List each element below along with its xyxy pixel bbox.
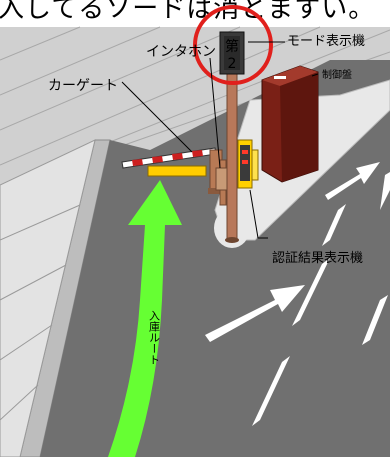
label-entry-route: 入庫ルート [148, 310, 161, 365]
mode-sign-line2: 2 [228, 56, 237, 72]
highlight-circle [193, 5, 273, 85]
sign-pole [226, 69, 238, 241]
label-auth-result-display: 認証結果表示機 [272, 250, 363, 266]
road-arrow-lower [205, 285, 305, 342]
label-intercom: インタホン [146, 44, 216, 60]
caption-text: 入してるソードは消とますい。 [0, 0, 376, 24]
mode-display [219, 31, 245, 75]
label-car-gate: カーゲート [48, 78, 118, 94]
auth-result-display [237, 139, 259, 189]
entry-route-arrow [108, 180, 182, 457]
left-wall [0, 139, 96, 457]
leader-lines [121, 41, 319, 239]
lane-markings [252, 172, 390, 426]
label-mode-display: モード表示機 [287, 34, 365, 49]
wall-joints [0, 204, 81, 421]
road-arrow-upper [325, 162, 380, 200]
control-panel [261, 65, 319, 183]
caption-fragment: 入してるソードは消とますい。 [0, 0, 390, 24]
mode-sign-line1: 第 [225, 38, 239, 55]
label-control-panel: 制御盤 [322, 68, 352, 81]
